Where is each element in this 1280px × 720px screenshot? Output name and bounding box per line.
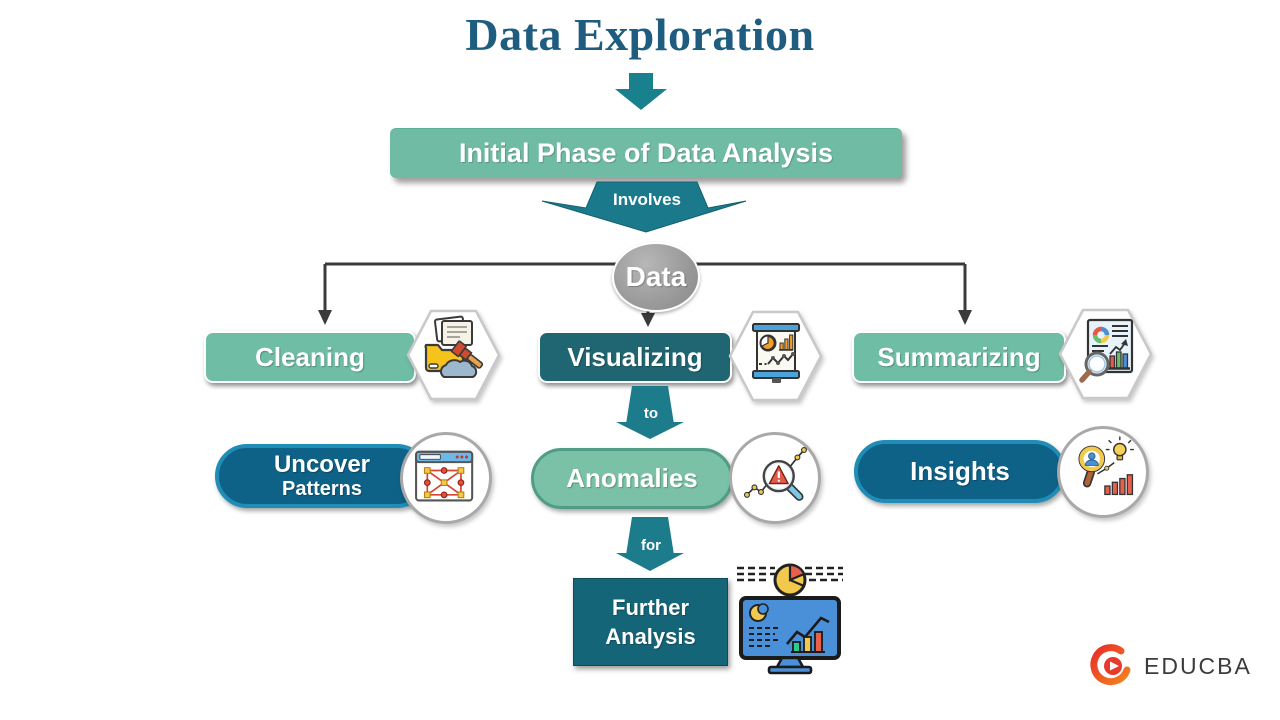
further-line1: Further bbox=[612, 595, 689, 620]
report-magnifier-icon bbox=[1079, 318, 1134, 383]
involves-label: Involves bbox=[613, 190, 681, 209]
data-label: Data bbox=[625, 261, 687, 292]
branch-cleaning: Cleaning bbox=[204, 331, 416, 383]
insights-bulb-chart-icon bbox=[1078, 436, 1134, 496]
presentation-charts-icon bbox=[752, 323, 800, 383]
summarizing-label: Summarizing bbox=[877, 341, 1041, 372]
network-pattern-icon bbox=[415, 450, 474, 502]
outcome-insights: Insights bbox=[854, 440, 1066, 503]
insights-label: Insights bbox=[910, 456, 1010, 486]
visualizing-hexagon bbox=[728, 310, 823, 402]
visualizing-label: Visualizing bbox=[567, 341, 703, 372]
data-node: Data bbox=[612, 242, 700, 312]
educba-play-icon bbox=[1090, 644, 1131, 686]
cleaning-label: Cleaning bbox=[255, 341, 365, 372]
branch-visualizing: Visualizing bbox=[538, 331, 732, 383]
for-arrow-icon: for bbox=[616, 517, 684, 571]
further-line2: Analysis bbox=[605, 624, 696, 649]
to-arrow-icon: to bbox=[616, 386, 684, 439]
initial-phase-box: Initial Phase of Data Analysis bbox=[390, 128, 902, 178]
educba-logo: EDUCBA bbox=[1088, 642, 1252, 690]
insights-circle bbox=[1057, 426, 1149, 518]
anomaly-warning-magnifier-icon bbox=[743, 446, 807, 501]
folder-cleaning-icon bbox=[424, 315, 484, 378]
initial-phase-label: Initial Phase of Data Analysis bbox=[458, 138, 834, 168]
analytics-monitor-icon bbox=[737, 563, 843, 675]
uncover-line1: Uncover bbox=[273, 451, 371, 478]
to-label: to bbox=[644, 405, 658, 422]
involves-arrow-icon: Involves bbox=[541, 181, 747, 233]
outcome-anomalies: Anomalies bbox=[531, 448, 733, 509]
cleaning-hexagon bbox=[406, 309, 501, 401]
uncover-line2: Patterns bbox=[281, 478, 363, 500]
anomalies-circle bbox=[729, 432, 821, 524]
uncover-circle bbox=[400, 432, 492, 524]
page-title: Data Exploration bbox=[465, 9, 815, 60]
title-down-arrow-icon bbox=[615, 73, 667, 110]
outcome-uncover-patterns: Uncover Patterns bbox=[215, 444, 429, 508]
summarizing-hexagon bbox=[1058, 308, 1153, 400]
educba-logo-text: EDUCBA bbox=[1144, 652, 1252, 679]
further-analysis-box: Further Analysis bbox=[573, 578, 728, 666]
for-label: for bbox=[641, 537, 661, 554]
branch-summarizing: Summarizing bbox=[852, 331, 1066, 383]
anomalies-label: Anomalies bbox=[566, 463, 698, 493]
